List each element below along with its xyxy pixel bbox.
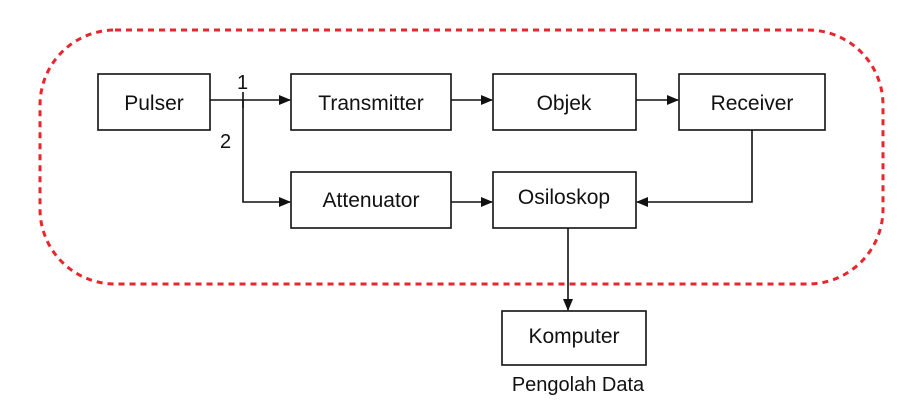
komputer-caption: Pengolah Data [512, 374, 645, 396]
system-boundary [38, 28, 885, 286]
osiloskop-label: Osiloskop [518, 186, 610, 209]
branch-label-1: 1 [237, 72, 248, 94]
attenuator-label: Attenuator [323, 189, 420, 212]
receiver-label: Receiver [711, 92, 794, 115]
komputer-block: Komputer [501, 310, 647, 366]
transmitter-block: Transmitter [290, 73, 452, 131]
objek-block: Objek [492, 73, 637, 131]
pulser-block: Pulser [97, 73, 211, 131]
branch-label-2: 2 [220, 131, 231, 153]
arrow-pulser-to-attenuator [242, 100, 291, 207]
pulser-label: Pulser [124, 92, 184, 115]
objek-label: Objek [537, 92, 592, 115]
osiloskop-block: Osiloskop [492, 171, 637, 229]
receiver-block: Receiver [678, 73, 826, 131]
transmitter-label: Transmitter [318, 92, 423, 115]
attenuator-block: Attenuator [290, 171, 452, 229]
arrow-receiver-to-osiloskop [636, 130, 753, 207]
komputer-label: Komputer [528, 325, 619, 348]
